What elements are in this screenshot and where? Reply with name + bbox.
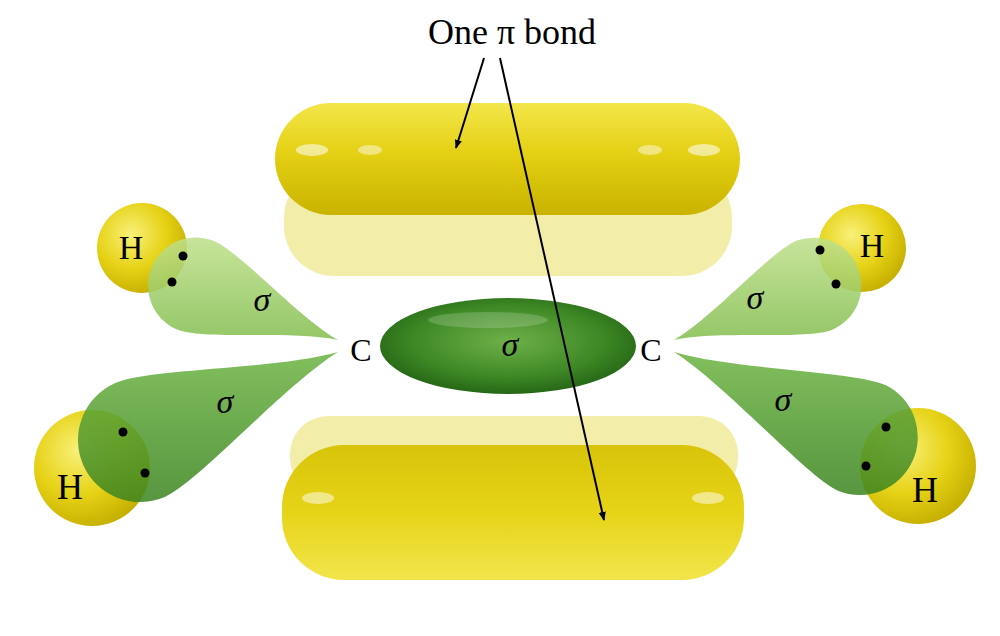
electron-dot bbox=[862, 462, 871, 471]
highlight bbox=[428, 312, 548, 328]
atom-symbol: H bbox=[57, 469, 83, 505]
electron-dot bbox=[141, 469, 150, 478]
atom-symbol: H bbox=[860, 229, 885, 263]
sigma-lobe-shape bbox=[670, 233, 867, 344]
text-holder: σ bbox=[217, 385, 234, 419]
electron-dot bbox=[882, 423, 891, 432]
sigma-lobe: σ bbox=[670, 233, 867, 344]
highlight bbox=[688, 144, 720, 156]
text-holder: σ bbox=[254, 283, 271, 317]
text-holder: H bbox=[912, 472, 938, 508]
pi-lobe-body bbox=[282, 445, 744, 580]
text-holder: H bbox=[860, 229, 885, 263]
sigma-symbol: σ bbox=[502, 328, 519, 362]
electron-dot bbox=[168, 278, 177, 287]
label-holder: One π bond bbox=[428, 14, 596, 50]
text-holder: H bbox=[119, 231, 144, 265]
leader-arrow bbox=[500, 58, 604, 520]
atom-symbol: H bbox=[912, 472, 938, 508]
highlight bbox=[692, 492, 724, 504]
sigma-lobe-shape bbox=[143, 233, 342, 344]
atom-label: C bbox=[350, 334, 371, 366]
sigma-lobe-shape bbox=[78, 352, 338, 502]
sigma-lobe-shape bbox=[674, 352, 918, 495]
sigma-lobe: σ bbox=[670, 348, 924, 500]
text-holder: σ bbox=[502, 328, 519, 362]
text-holder: σ bbox=[747, 281, 764, 315]
sigma-symbol: σ bbox=[747, 281, 764, 315]
pi-lobe-top bbox=[275, 103, 740, 276]
highlight bbox=[296, 144, 328, 156]
sigma-lobe-shape bbox=[148, 237, 338, 340]
text-holder: σ bbox=[775, 383, 792, 417]
sigma-lobe: σ bbox=[143, 233, 342, 344]
leader-arrow bbox=[456, 58, 484, 148]
atom-label: C bbox=[640, 334, 661, 366]
sigma-lobe-shape bbox=[74, 348, 342, 506]
pi-lobe-bottom bbox=[282, 416, 744, 580]
sigma-lobe: σ bbox=[74, 348, 342, 506]
highlight bbox=[638, 145, 662, 155]
electron-dot bbox=[179, 252, 188, 261]
callout-label: One π bond bbox=[428, 14, 596, 50]
sigma-bond-cc: σ bbox=[376, 294, 640, 398]
text-holder: H bbox=[57, 469, 83, 505]
sigma-symbol: σ bbox=[254, 283, 271, 317]
atom-symbol: H bbox=[119, 231, 144, 265]
sigma-symbol: σ bbox=[217, 385, 234, 419]
sigma-lobe-shape bbox=[674, 238, 861, 340]
pi-lobe-body bbox=[275, 103, 740, 215]
highlight bbox=[302, 492, 334, 504]
electron-dot bbox=[816, 246, 825, 255]
electron-dot bbox=[832, 280, 841, 289]
electron-dot bbox=[119, 428, 128, 437]
sigma-symbol: σ bbox=[775, 383, 792, 417]
label-holder: C bbox=[350, 334, 371, 366]
label-holder: C bbox=[640, 334, 661, 366]
sigma-ellipse bbox=[380, 298, 636, 394]
sigma-lobe-shape bbox=[670, 348, 924, 500]
highlight bbox=[358, 145, 382, 155]
